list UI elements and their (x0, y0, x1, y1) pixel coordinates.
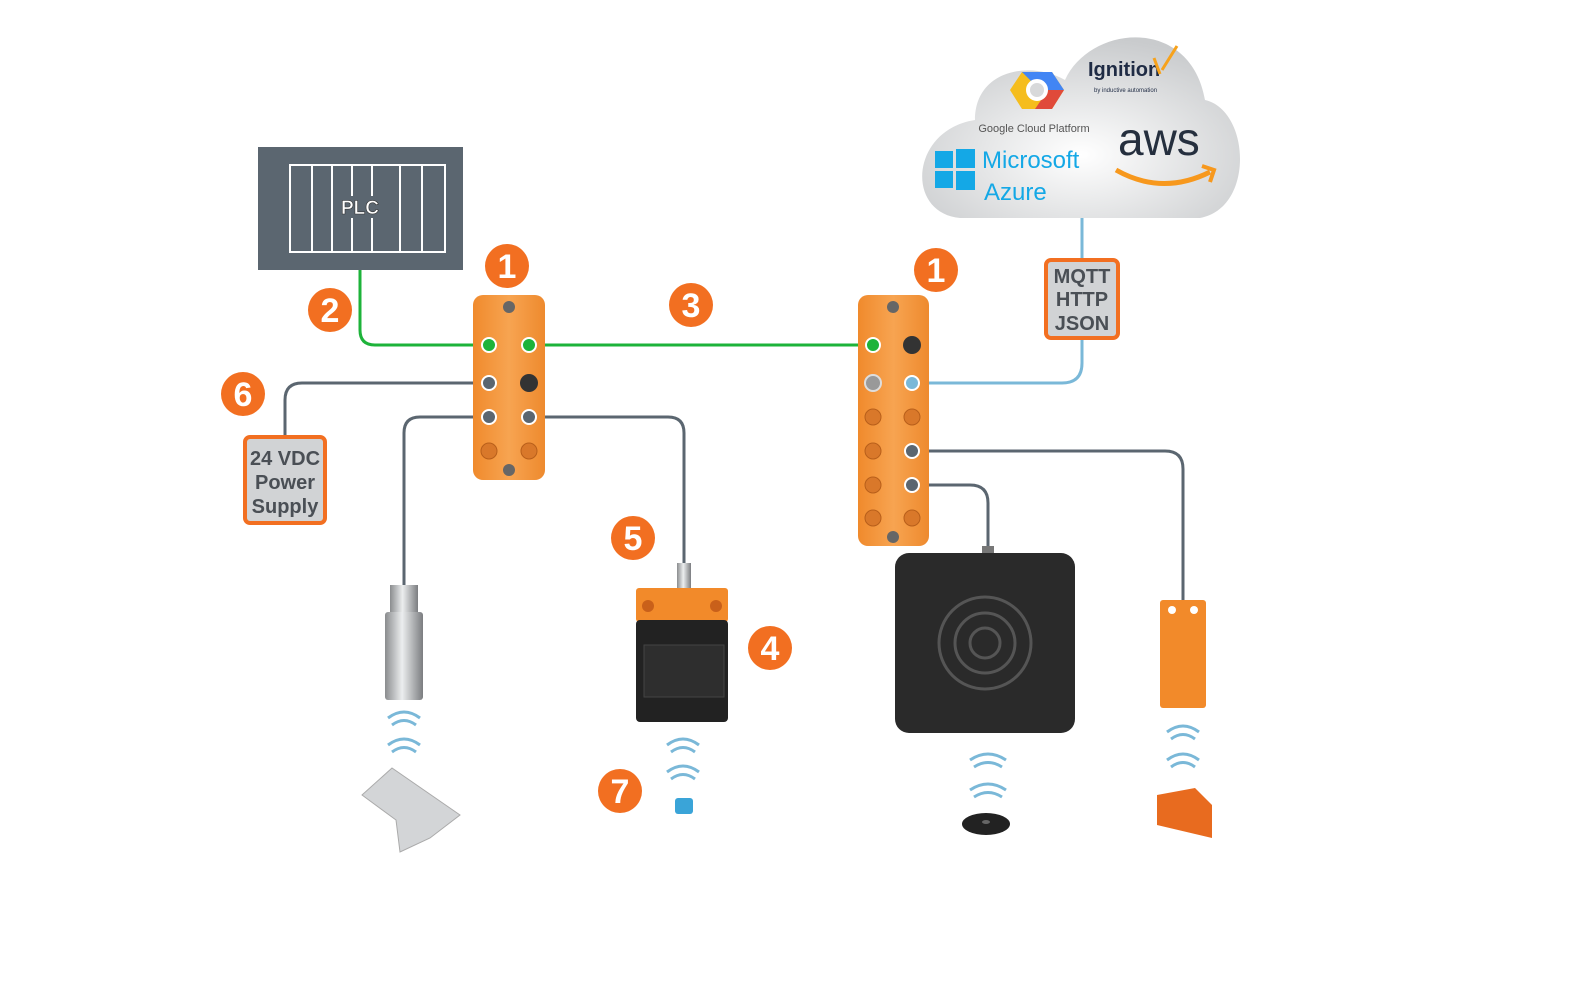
badge-6: 6 (221, 372, 265, 416)
svg-text:2: 2 (321, 292, 340, 330)
protocol-box: MQTT HTTP JSON (1044, 258, 1120, 340)
wave-icon (1166, 752, 1200, 769)
rfid-antenna-reader (895, 546, 1075, 733)
badge-5: 5 (611, 516, 655, 560)
rfid-tag-blue (675, 798, 693, 814)
orange-target-bracket (1157, 788, 1212, 838)
io-link-master-1 (473, 295, 545, 480)
protocol-mqtt: MQTT (1054, 266, 1111, 288)
iot-cable (912, 218, 1084, 385)
badge-3: 3 (669, 283, 713, 327)
svg-text:7: 7 (611, 773, 630, 811)
wave-icon (1166, 724, 1200, 741)
aws-logo: aws (1114, 113, 1217, 186)
orange-sensor (1160, 600, 1206, 708)
rfid-read-head (636, 563, 728, 722)
ignition-label: Ignition (1088, 59, 1160, 81)
sensor-cable-1 (402, 415, 489, 588)
power-cable (283, 381, 489, 437)
power-line-1: 24 VDC (250, 448, 320, 470)
badge-2: 2 (308, 288, 352, 332)
metal-target (361, 767, 461, 853)
sensor-cable-3 (912, 449, 1185, 600)
power-line-3: Supply (252, 496, 320, 518)
wave-icon (969, 752, 1007, 769)
ignition-logo: Ignition by inductive automation (1088, 45, 1179, 94)
azure-logo: Microsoft Azure (935, 147, 1080, 206)
wave-icon (387, 737, 421, 754)
plc: PLC (258, 147, 463, 270)
ignition-sub-label: by inductive automation (1094, 88, 1157, 94)
sensor-cable-4 (912, 483, 990, 550)
microsoft-label: Microsoft (982, 147, 1080, 174)
inductive-sensor (385, 585, 423, 700)
plc-label: PLC (341, 198, 379, 219)
svg-text:4: 4 (761, 630, 780, 668)
rfid-tag-disc (962, 813, 1010, 835)
svg-text:1: 1 (498, 248, 517, 286)
aws-label: aws (1118, 113, 1200, 165)
google-cloud-label: Google Cloud Platform (978, 123, 1089, 135)
badge-1-master-b: 1 (914, 248, 958, 292)
svg-text:6: 6 (234, 376, 253, 414)
wave-icon (666, 737, 700, 754)
wireless-wave-icons (387, 710, 1200, 799)
svg-text:1: 1 (927, 252, 946, 290)
azure-label: Azure (984, 179, 1047, 206)
badge-7: 7 (598, 769, 642, 813)
wave-icon (387, 710, 421, 727)
badge-1-master-a: 1 (485, 244, 529, 288)
sensor-cable-2 (529, 415, 686, 565)
svg-text:3: 3 (682, 287, 701, 325)
protocol-json: JSON (1055, 313, 1109, 335)
protocol-http: HTTP (1056, 289, 1108, 311)
number-badges: 1 2 3 4 5 6 7 1 (221, 244, 958, 813)
fieldbus-cable-plc (358, 270, 489, 347)
wave-icon (969, 782, 1007, 799)
cloud: Google Cloud Platform Ignition by induct… (922, 37, 1240, 219)
power-line-2: Power (255, 472, 315, 494)
power-supply-box: 24 VDC Power Supply (243, 435, 327, 525)
cables (283, 218, 1185, 600)
google-cloud-logo: Google Cloud Platform (978, 72, 1090, 135)
wave-icon (666, 764, 700, 781)
svg-text:5: 5 (624, 520, 643, 558)
io-link-master-2 (858, 295, 929, 546)
badge-4: 4 (748, 626, 792, 670)
